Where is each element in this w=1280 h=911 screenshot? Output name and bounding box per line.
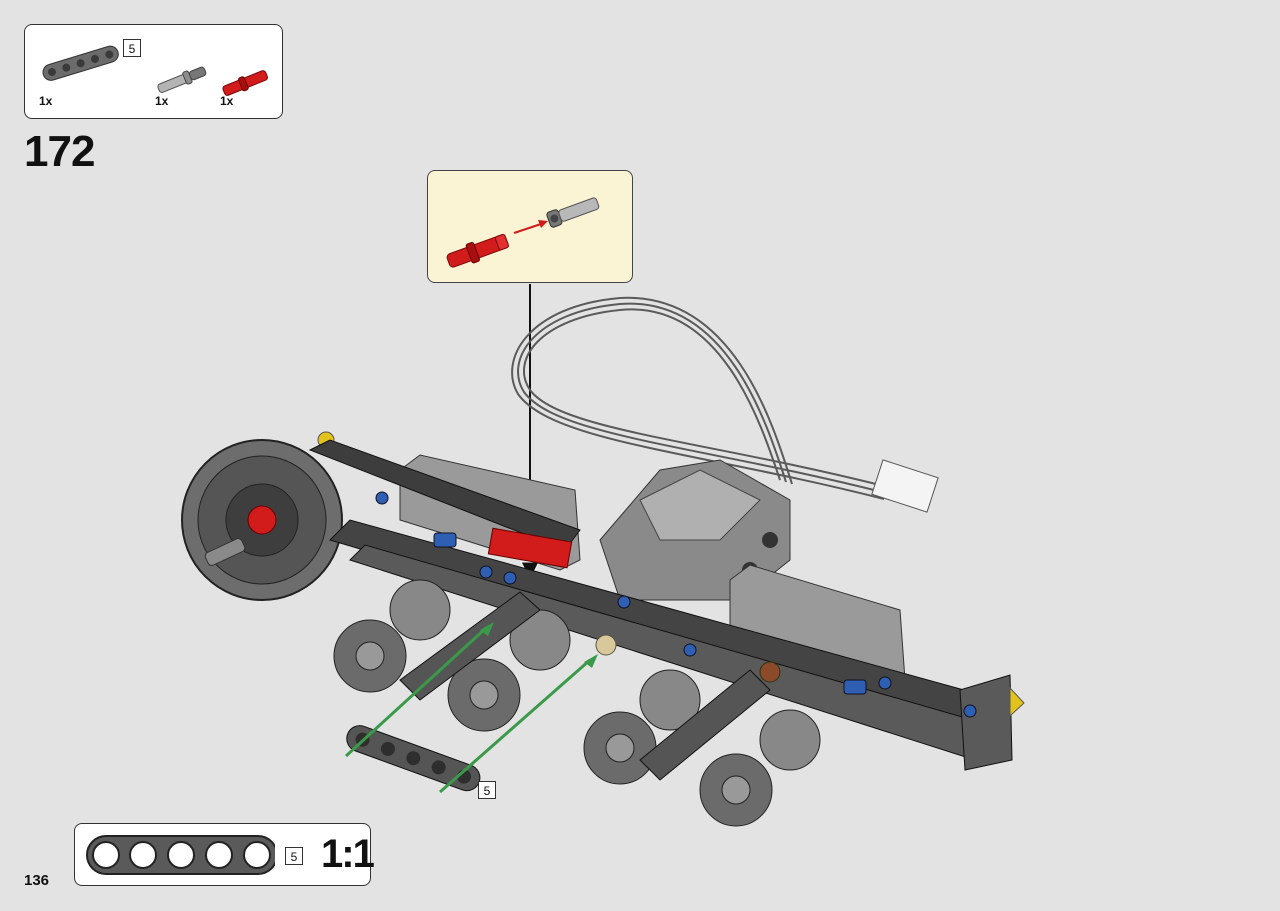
scale-reference-box: 5 1:1 xyxy=(74,823,375,886)
insert-arrow-head xyxy=(538,220,548,228)
green-arrow-head-2 xyxy=(584,654,598,668)
scale-ratio: 1:1 xyxy=(321,832,375,876)
left-wheel xyxy=(181,439,343,601)
scale-length-badge: 5 xyxy=(285,847,303,865)
small-gears xyxy=(595,634,781,683)
page-number: 136 xyxy=(24,872,50,889)
insert-arrow xyxy=(513,222,545,234)
yellow-marker-right xyxy=(1009,686,1025,718)
motor-block xyxy=(599,459,791,601)
long-beam-upper xyxy=(308,439,581,551)
beam-length-badge: 5 xyxy=(123,39,141,57)
scale-beam-art xyxy=(86,835,275,875)
beam-quantity: 1x xyxy=(39,94,53,108)
red-axle-quantity: 1x xyxy=(220,94,234,108)
callout-art xyxy=(446,197,600,268)
subassembly-callout xyxy=(427,170,633,283)
parts-list-box: 5 1x 1x 1x xyxy=(24,24,283,119)
new-beam-5 xyxy=(346,725,481,792)
parts-list-art xyxy=(42,45,268,96)
beam-5-part-icon xyxy=(42,45,119,81)
red-axle-callout-icon xyxy=(446,233,509,268)
end-plate xyxy=(959,674,1013,771)
axle-red-part-icon xyxy=(222,70,268,96)
yellow-marker-left xyxy=(317,431,335,449)
callout-pointer-head xyxy=(520,561,540,582)
lower-wheels xyxy=(333,579,821,827)
axle-pin-quantity: 1x xyxy=(155,94,169,108)
axle-pin-gray-part-icon xyxy=(157,66,207,93)
red-axle-lower xyxy=(477,597,535,643)
step-number: 172 xyxy=(24,127,95,176)
green-arrow-head-1 xyxy=(480,622,494,636)
long-beam-main xyxy=(329,519,1001,761)
blue-pins xyxy=(375,491,977,718)
cross-links xyxy=(399,591,771,781)
motor-cable xyxy=(511,296,885,500)
rear-frame xyxy=(399,454,906,691)
green-guide-lines xyxy=(344,626,591,794)
new-beam-length-badge: 5 xyxy=(478,781,496,799)
axle-pin-callout-icon xyxy=(546,197,600,228)
red-axle-installed xyxy=(487,527,573,569)
cable-connector xyxy=(871,459,939,513)
